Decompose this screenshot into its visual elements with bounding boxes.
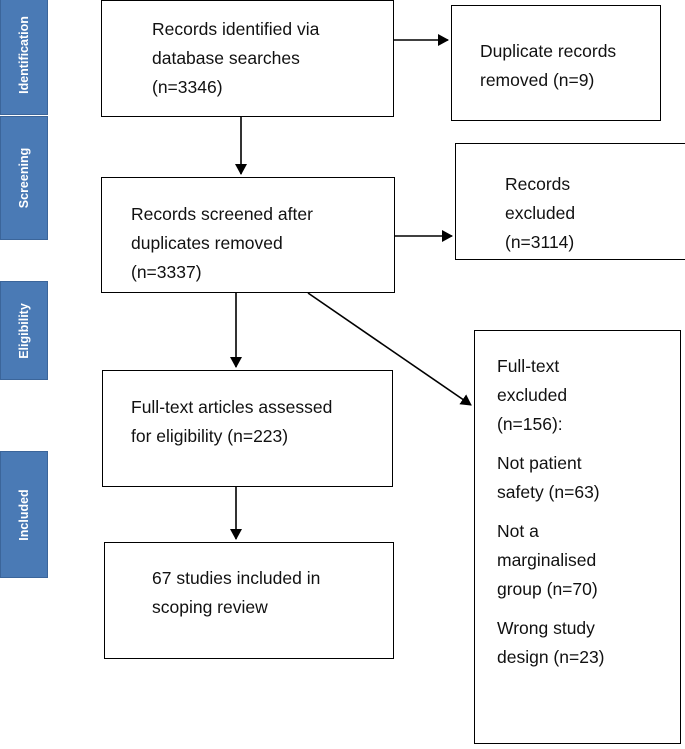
line: duplicates removed (131, 233, 283, 253)
line: Full-text articles assessed (131, 397, 333, 417)
phase-bar-screening: Screening (0, 116, 48, 240)
line: design (n=23) (497, 647, 605, 667)
line: (n=3346) (152, 77, 223, 97)
box-studies-included (104, 542, 394, 659)
box-duplicates-removed (451, 5, 661, 121)
line: safety (n=63) (497, 482, 600, 502)
line: excluded (497, 385, 568, 405)
text-duplicates-removed: Duplicate records removed (n=9) (480, 37, 616, 95)
text-records-excluded: Records excluded (n=3114) (505, 170, 575, 257)
text-fulltext-excluded: Full-text excluded (n=156): Not patient … (497, 352, 605, 672)
line: Full-text (497, 356, 560, 376)
line: Not patient (497, 453, 582, 473)
line: group (n=70) (497, 579, 598, 599)
line: Duplicate records (480, 41, 617, 61)
line: Wrong study (497, 618, 595, 638)
line: (n=156): (497, 414, 563, 434)
line: Records (505, 174, 571, 194)
box-records-identified (101, 0, 394, 117)
line: scoping review (152, 597, 268, 617)
text-records-identified: Records identified via database searches… (152, 15, 319, 102)
phase-bar-included: Included (0, 451, 48, 578)
line: Records identified via (152, 19, 320, 39)
box-fulltext-assessed (102, 370, 393, 487)
text-studies-included: 67 studies included in scoping review (152, 564, 320, 622)
phase-bar-identification: Identification (0, 0, 48, 115)
line: Records screened after (131, 204, 313, 224)
line: for eligibility (n=223) (131, 426, 289, 446)
line: removed (n=9) (480, 70, 595, 90)
arrow-screened-to-fulltext-excluded (307, 292, 472, 406)
line: (n=3114) (505, 232, 575, 252)
line: 67 studies included in (152, 568, 321, 588)
line: marginalised (497, 550, 597, 570)
text-records-screened: Records screened after duplicates remove… (131, 200, 313, 287)
line: Not a (497, 521, 539, 541)
text-fulltext-assessed: Full-text articles assessed for eligibil… (131, 393, 332, 451)
line: excluded (505, 203, 576, 223)
line: (n=3337) (131, 262, 202, 282)
box-records-excluded (455, 143, 685, 260)
box-records-screened (101, 177, 395, 293)
phase-bar-eligibility: Eligibility (0, 281, 48, 380)
box-fulltext-excluded (474, 330, 681, 744)
line: database searches (152, 48, 300, 68)
